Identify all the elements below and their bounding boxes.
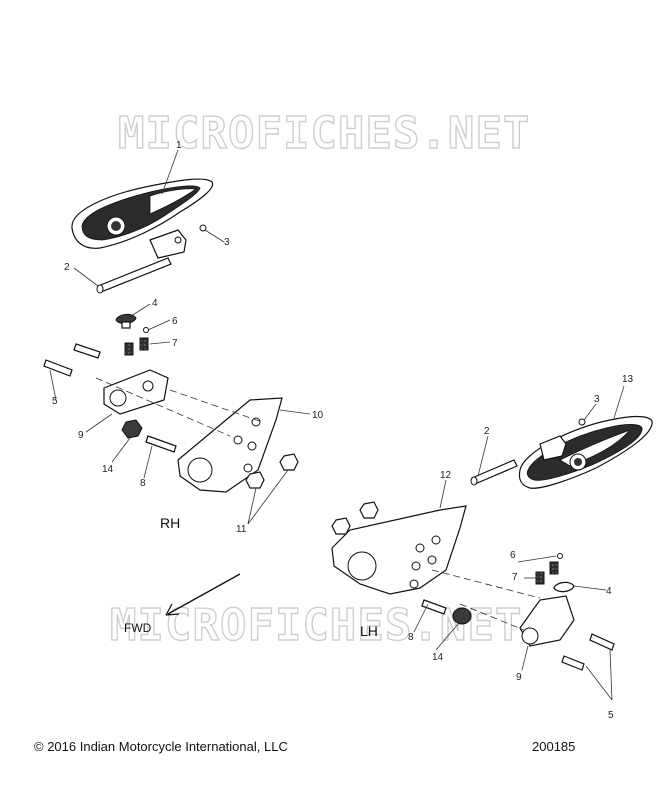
callout-lh-9: 9 [516,672,522,683]
callout-rh-3: 3 [224,237,230,248]
label-rh: RH [160,515,180,531]
callout-lh-8: 8 [408,632,414,643]
callout-rh-10: 10 [312,410,324,421]
callout-lh-13: 13 [622,374,634,385]
callout-lh-12: 12 [440,470,452,481]
lh-clip-3 [578,418,586,426]
watermark-top: MICROFICHES.NET [118,108,530,159]
lh-ball-6 [557,553,563,559]
lh-bolt-5 [561,633,615,671]
callout-rh-11: 11 [236,524,247,535]
rh-pin-2 [96,257,172,294]
callout-lh-5: 5 [608,710,614,721]
callout-rh-1: 1 [176,140,182,151]
label-fwd: FWD [124,621,152,635]
callout-rh-5: 5 [52,396,58,407]
callout-rh-14: 14 [102,464,114,475]
callout-rh-8: 8 [140,478,146,489]
rh-knob-4 [115,313,137,329]
rh-spring-7 [124,337,149,356]
lh-bolt-8 [421,599,447,615]
rh-bracket-10 [177,397,283,493]
lh-bracket-12 [331,501,467,595]
callout-rh-6: 6 [172,316,178,327]
callout-rh-4: 4 [152,298,158,309]
rh-clevis-9 [103,369,169,415]
callout-rh-2: 2 [64,262,70,273]
lh-clevis-9 [519,595,575,647]
lh-knob-4 [553,581,575,593]
rh-nut-14 [121,419,143,439]
rh-clip-3 [199,224,207,232]
callout-lh-4: 4 [606,586,612,597]
rh-ball-6 [143,327,149,333]
rh-nuts-11 [245,453,299,489]
callout-lh-6: 6 [510,550,516,561]
callout-lh-3: 3 [594,394,600,405]
lh-pin-2 [470,459,518,486]
callout-lh-7: 7 [512,572,518,583]
copyright-text: © 2016 Indian Motorcycle International, … [34,739,288,754]
diagram-code: 200185 [532,739,576,754]
lh-plug-14 [452,607,472,625]
lh-spring-7 [535,561,559,585]
callout-lh-14: 14 [432,652,444,663]
fwd-arrow [165,573,241,616]
callout-lh-2: 2 [484,426,490,437]
lh-footboard-13 [518,415,653,489]
rh-bolt-8 [145,435,177,453]
label-lh: LH [360,623,378,639]
rh-footboard [71,178,214,259]
callout-rh-9: 9 [78,430,84,441]
rh-bolt-5 [43,343,101,377]
callout-rh-7: 7 [172,338,178,349]
